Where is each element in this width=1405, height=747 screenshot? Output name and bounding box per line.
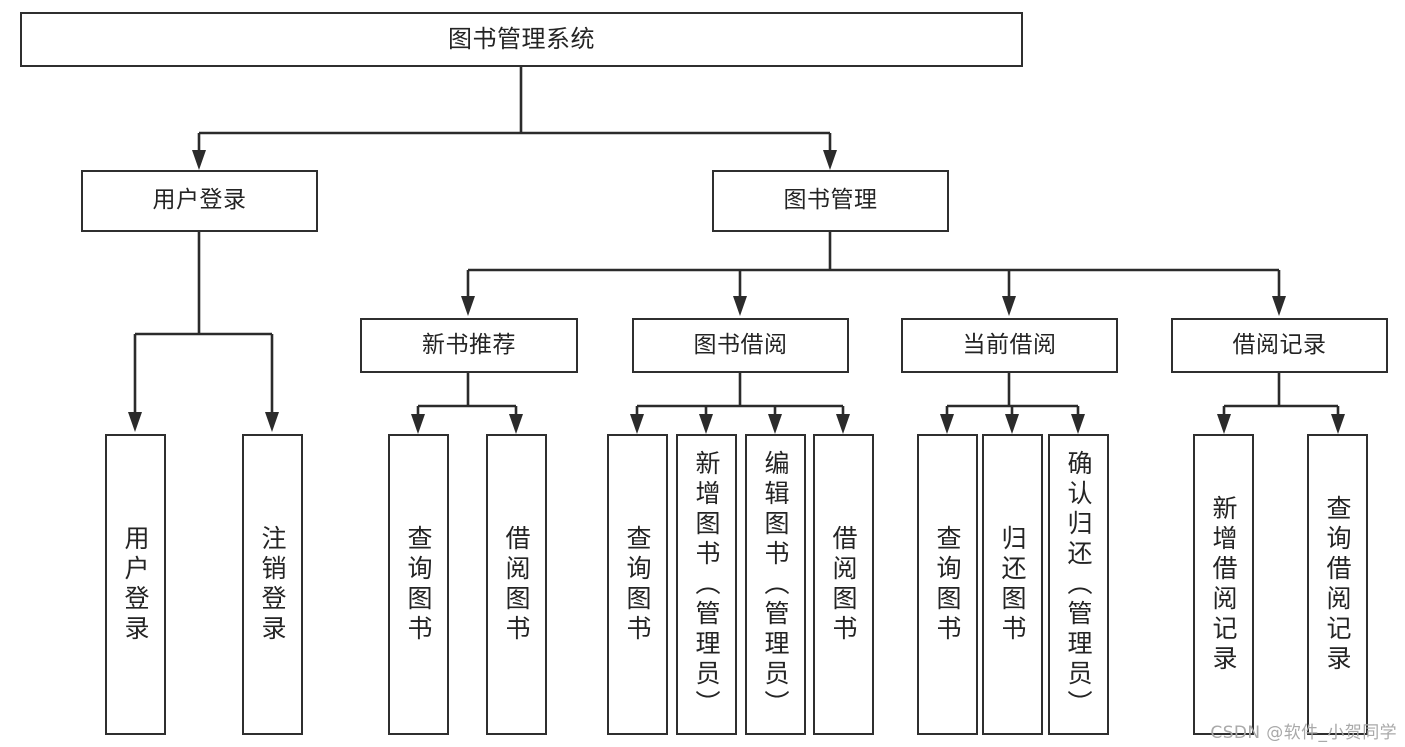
node-label-leaf-borrow-edit-book: 编辑图书（管理员） (761, 449, 790, 720)
node-label-leaf-newbook-borrow: 借阅图书 (502, 524, 531, 645)
node-leaf-record-query[interactable]: 查询借阅记录 (1307, 434, 1368, 735)
node-leaf-borrow-edit-book[interactable]: 编辑图书（管理员） (745, 434, 806, 735)
arrow-current-to-leaf1 (1005, 414, 1019, 434)
arrow-book-manage-to-l3-1 (733, 296, 747, 316)
node-leaf-current-return[interactable]: 归还图书 (982, 434, 1043, 735)
arrow-borrow-to-leaf3 (836, 414, 850, 434)
arrow-root-to-book-manage (823, 150, 837, 170)
arrow-current-to-leaf0 (940, 414, 954, 434)
node-label-leaf-current-query: 查询图书 (933, 524, 962, 645)
arrow-current-to-leaf2 (1071, 414, 1085, 434)
node-leaf-user-login-logout[interactable]: 注销登录 (242, 434, 303, 735)
node-label-book-management: 图书管理 (783, 187, 878, 214)
arrow-borrow-to-leaf1 (699, 414, 713, 434)
node-label-leaf-record-query: 查询借阅记录 (1323, 494, 1352, 675)
node-leaf-user-login-login[interactable]: 用户登录 (105, 434, 166, 735)
node-leaf-current-confirm-return[interactable]: 确认归还（管理员） (1048, 434, 1109, 735)
csdn-watermark: CSDN @软件_小贺同学 (1210, 723, 1397, 743)
node-new-book-recommend[interactable]: 新书推荐 (360, 318, 578, 373)
node-leaf-borrow-add-book[interactable]: 新增图书（管理员） (676, 434, 737, 735)
node-label-borrow-record: 借阅记录 (1232, 331, 1327, 358)
node-label-leaf-current-confirm-return: 确认归还（管理员） (1064, 449, 1093, 720)
node-leaf-newbook-borrow[interactable]: 借阅图书 (486, 434, 547, 735)
node-leaf-record-add[interactable]: 新增借阅记录 (1193, 434, 1254, 735)
node-borrow-record[interactable]: 借阅记录 (1171, 318, 1388, 373)
arrow-user-login-to-leaf0 (128, 412, 142, 432)
node-label-leaf-record-add: 新增借阅记录 (1209, 494, 1238, 675)
arrow-book-manage-to-l3-3 (1272, 296, 1286, 316)
arrow-record-to-leaf1 (1331, 414, 1345, 434)
node-label-root: 图书管理系统 (448, 25, 595, 54)
arrow-newbook-to-leaf0 (411, 414, 425, 434)
arrow-borrow-to-leaf0 (630, 414, 644, 434)
node-label-leaf-user-login-login: 用户登录 (121, 524, 150, 645)
arrow-record-to-leaf0 (1217, 414, 1231, 434)
node-current-borrow[interactable]: 当前借阅 (901, 318, 1118, 373)
node-leaf-newbook-query[interactable]: 查询图书 (388, 434, 449, 735)
node-label-new-book-recommend: 新书推荐 (422, 331, 516, 358)
node-label-leaf-current-return: 归还图书 (998, 524, 1027, 645)
node-label-leaf-newbook-query: 查询图书 (404, 524, 433, 645)
node-label-leaf-borrow-query: 查询图书 (623, 524, 652, 645)
node-label-leaf-user-login-logout: 注销登录 (258, 524, 287, 645)
node-label-book-borrow: 图书借阅 (693, 331, 788, 358)
arrow-user-login-to-leaf1 (265, 412, 279, 432)
arrow-newbook-to-leaf1 (509, 414, 523, 434)
node-leaf-current-query[interactable]: 查询图书 (917, 434, 978, 735)
arrow-book-manage-to-l3-2 (1002, 296, 1016, 316)
node-label-current-borrow: 当前借阅 (962, 331, 1057, 358)
arrow-book-manage-to-l3-0 (461, 296, 475, 316)
arrow-root-to-user-login (192, 150, 206, 170)
node-book-borrow[interactable]: 图书借阅 (632, 318, 849, 373)
arrow-borrow-to-leaf2 (768, 414, 782, 434)
node-label-user-login: 用户登录 (152, 187, 247, 214)
node-leaf-borrow-query[interactable]: 查询图书 (607, 434, 668, 735)
node-label-leaf-borrow-borrow-book: 借阅图书 (829, 524, 858, 645)
node-leaf-borrow-borrow-book[interactable]: 借阅图书 (813, 434, 874, 735)
node-user-login[interactable]: 用户登录 (81, 170, 318, 232)
node-book-management[interactable]: 图书管理 (712, 170, 949, 232)
node-root-system[interactable]: 图书管理系统 (20, 12, 1023, 67)
node-label-leaf-borrow-add-book: 新增图书（管理员） (692, 449, 721, 720)
